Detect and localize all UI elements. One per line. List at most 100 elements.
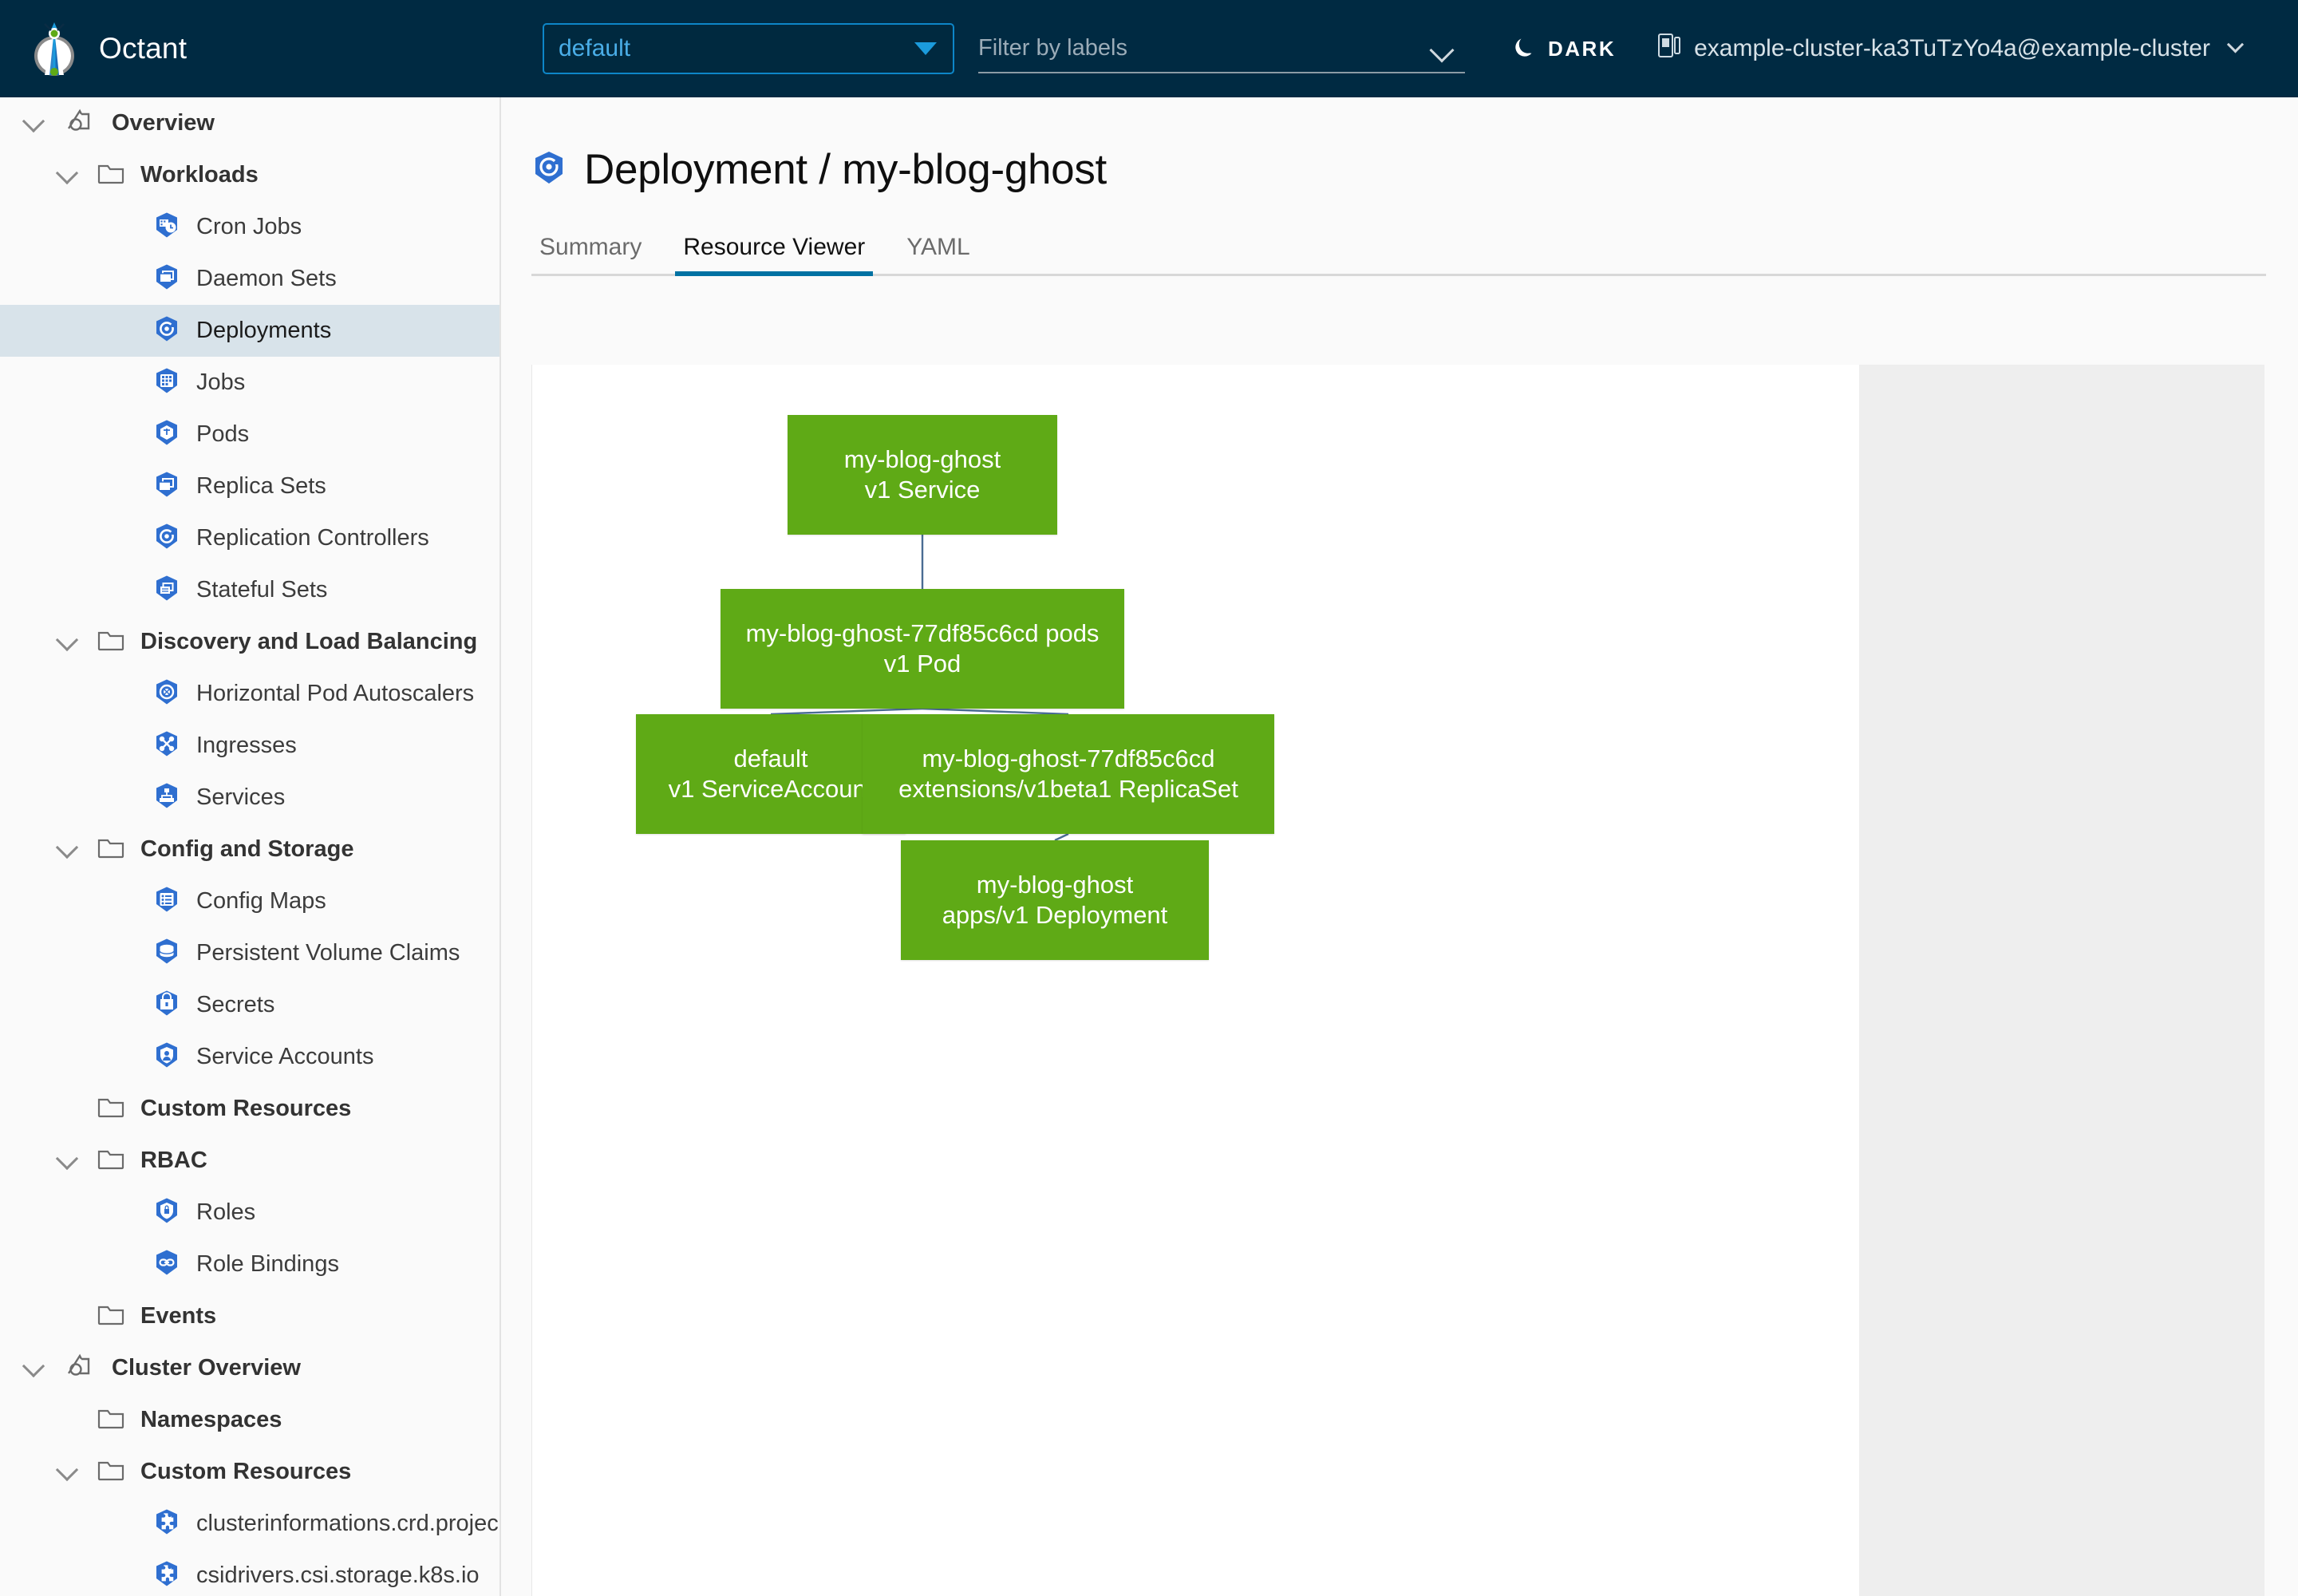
sidebar-item-label: Stateful Sets bbox=[196, 577, 328, 602]
k8s-serviceaccount-icon bbox=[153, 1041, 180, 1073]
sidebar-item-horizontal-pod-autoscalers[interactable]: Horizontal Pod Autoscalers bbox=[0, 668, 499, 720]
sidebar-item-ingresses[interactable]: Ingresses bbox=[0, 720, 499, 772]
sidebar-item-custom-resources[interactable]: Custom Resources bbox=[0, 1083, 499, 1135]
sidebar-item-config-and-storage[interactable]: Config and Storage bbox=[0, 824, 499, 875]
sidebar-item-csidrivers-csi-storage-k8s-io[interactable]: csidrivers.csi.storage.k8s.io bbox=[0, 1550, 499, 1596]
sidebar-item-custom-resources[interactable]: Custom Resources bbox=[0, 1446, 499, 1498]
namespace-select[interactable]: default bbox=[543, 23, 954, 74]
graph-edges bbox=[770, 535, 1069, 842]
k8s-configmap-icon bbox=[153, 886, 180, 917]
graph-node-kind: v1 Pod bbox=[883, 650, 961, 678]
sidebar-item-label: Services bbox=[196, 784, 286, 810]
sidebar-item-pods[interactable]: Pods bbox=[0, 409, 499, 460]
theme-toggle[interactable]: DARK bbox=[1510, 34, 1616, 65]
tab-yaml[interactable]: YAML bbox=[906, 234, 970, 260]
chevron-down-icon[interactable] bbox=[56, 1149, 80, 1173]
k8s-rc-icon bbox=[153, 523, 180, 554]
caret-down-icon bbox=[914, 42, 937, 55]
sidebar-item-service-accounts[interactable]: Service Accounts bbox=[0, 1031, 499, 1083]
k8s-secret-icon bbox=[153, 990, 180, 1021]
resource-side-panel[interactable] bbox=[1859, 365, 2264, 1596]
tab-resource-viewer[interactable]: Resource Viewer bbox=[675, 223, 886, 276]
chevron-down-icon[interactable] bbox=[22, 1357, 46, 1381]
cluster-selector[interactable]: example-cluster-ka3TuTzYo4a@example-clus… bbox=[1657, 32, 2245, 65]
cluster-label: example-cluster-ka3TuTzYo4a@example-clus… bbox=[1694, 35, 2210, 61]
sidebar-item-overview[interactable]: Overview bbox=[0, 97, 499, 149]
graph-node-kind: extensions/v1beta1 ReplicaSet bbox=[898, 775, 1238, 803]
sidebar-item-daemon-sets[interactable]: Daemon Sets bbox=[0, 253, 499, 305]
sidebar-item-namespaces[interactable]: Namespaces bbox=[0, 1394, 499, 1446]
sidebar-item-label: Discovery and Load Balancing bbox=[140, 629, 478, 654]
folder-icon bbox=[97, 1406, 124, 1434]
sidebar-item-workloads[interactable]: Workloads bbox=[0, 149, 499, 201]
chevron-down-icon bbox=[2226, 35, 2245, 53]
sidebar-item-rbac[interactable]: RBAC bbox=[0, 1135, 499, 1187]
sidebar-item-stateful-sets[interactable]: Stateful Sets bbox=[0, 564, 499, 616]
overview-icon bbox=[64, 108, 96, 139]
sidebar-item-label: Cluster Overview bbox=[112, 1355, 301, 1381]
k8s-daemonset-icon bbox=[153, 263, 180, 294]
chevron-down-icon[interactable] bbox=[56, 838, 80, 862]
moon-icon bbox=[1510, 34, 1537, 65]
sidebar-item-label: clusterinformations.crd.projec bbox=[196, 1511, 499, 1536]
sidebar-item-label: Deployments bbox=[196, 318, 332, 343]
labels-filter[interactable]: Filter by labels bbox=[978, 24, 1465, 73]
graph-node-name: my-blog-ghost bbox=[976, 871, 1134, 899]
sidebar-item-secrets[interactable]: Secrets bbox=[0, 979, 499, 1031]
folder-icon bbox=[97, 1302, 124, 1330]
folder-icon bbox=[97, 1458, 124, 1486]
sidebar-item-cluster-overview[interactable]: Cluster Overview bbox=[0, 1342, 499, 1394]
chevron-down-icon[interactable] bbox=[56, 1460, 80, 1484]
k8s-deployment-icon bbox=[531, 150, 567, 189]
sidebar-item-label: Secrets bbox=[196, 992, 275, 1017]
sidebar-item-services[interactable]: Services bbox=[0, 772, 499, 824]
sidebar-item-label: Workloads bbox=[140, 162, 259, 188]
k8s-pvc-icon bbox=[153, 938, 180, 969]
sidebar-item-deployments[interactable]: Deployments bbox=[0, 305, 499, 357]
sidebar-item-role-bindings[interactable]: Role Bindings bbox=[0, 1238, 499, 1290]
sidebar-item-replica-sets[interactable]: Replica Sets bbox=[0, 460, 499, 512]
sidebar-item-config-maps[interactable]: Config Maps bbox=[0, 875, 499, 927]
tab-bar[interactable]: Summary Resource Viewer YAML bbox=[531, 223, 2266, 276]
page-title: Deployment / my-blog-ghost bbox=[584, 146, 1107, 193]
brand-title: Octant bbox=[99, 32, 188, 65]
sidebar-item-discovery-and-load-balancing[interactable]: Discovery and Load Balancing bbox=[0, 616, 499, 668]
chevron-down-icon[interactable] bbox=[22, 112, 46, 136]
sidebar-item-label: Replication Controllers bbox=[196, 525, 429, 551]
tab-summary[interactable]: Summary bbox=[539, 234, 642, 260]
sidebar-item-persistent-volume-claims[interactable]: Persistent Volume Claims bbox=[0, 927, 499, 979]
cluster-icon bbox=[1657, 32, 1681, 65]
folder-icon bbox=[97, 1095, 124, 1123]
chevron-down-icon[interactable] bbox=[56, 630, 80, 654]
sidebar-item-label: Jobs bbox=[196, 369, 246, 395]
sidebar-item-label: Events bbox=[140, 1303, 217, 1329]
sidebar-item-label: Roles bbox=[196, 1199, 256, 1225]
folder-icon bbox=[97, 1147, 124, 1175]
sidebar-item-cron-jobs[interactable]: Cron Jobs bbox=[0, 201, 499, 253]
sidebar-item-replication-controllers[interactable]: Replication Controllers bbox=[0, 512, 499, 564]
theme-toggle-label: DARK bbox=[1548, 36, 1617, 61]
sidebar-item-label: csidrivers.csi.storage.k8s.io bbox=[196, 1562, 480, 1588]
sidebar-item-label: Config Maps bbox=[196, 888, 326, 914]
sidebar-item-clusterinformations-crd-projec[interactable]: clusterinformations.crd.projec bbox=[0, 1498, 499, 1550]
graph-node-name: my-blog-ghost-77df85c6cd bbox=[922, 745, 1215, 773]
k8s-hpa-icon bbox=[153, 678, 180, 709]
sidebar-item-events[interactable]: Events bbox=[0, 1290, 499, 1342]
sidebar-item-jobs[interactable]: Jobs bbox=[0, 357, 499, 409]
sidebar-item-roles[interactable]: Roles bbox=[0, 1187, 499, 1238]
folder-icon bbox=[97, 161, 124, 189]
k8s-role-icon bbox=[153, 1197, 180, 1228]
brand[interactable]: Octant bbox=[27, 19, 506, 78]
page-title-row: Deployment / my-blog-ghost bbox=[531, 145, 2298, 194]
k8s-cronjob-icon bbox=[153, 211, 180, 243]
chevron-down-icon[interactable] bbox=[56, 164, 80, 188]
main-content: Deployment / my-blog-ghost Summary Resour… bbox=[503, 97, 2298, 1596]
k8s-crd-icon bbox=[153, 1508, 180, 1539]
